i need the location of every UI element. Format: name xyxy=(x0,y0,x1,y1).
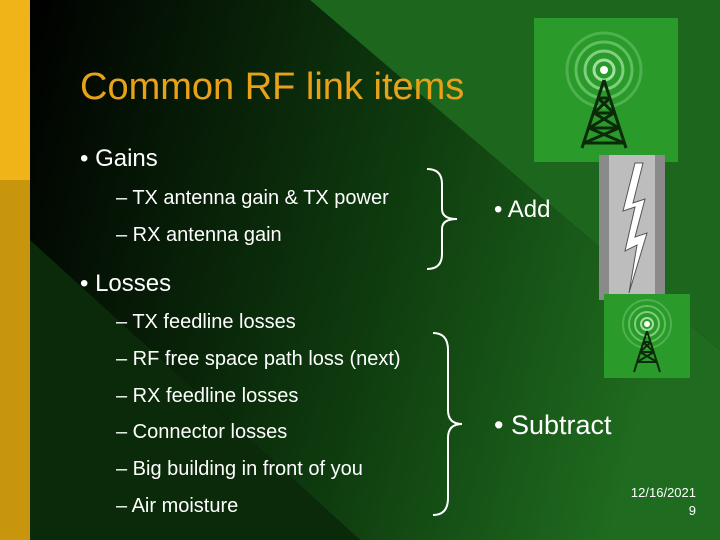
losses-bracket xyxy=(432,332,463,516)
gains-item: – TX antenna gain & TX power xyxy=(116,187,389,209)
add-label: • Add xyxy=(494,196,551,223)
lightning-bolt-icon xyxy=(599,155,665,300)
left-accent-bar-top xyxy=(0,0,30,180)
gains-heading: • Gains xyxy=(80,145,158,172)
gains-item: – RX antenna gain xyxy=(116,224,282,246)
subtract-label: • Subtract xyxy=(494,410,612,440)
slide-number: 9 xyxy=(688,503,696,518)
losses-item: – Big building in front of you xyxy=(116,458,363,480)
slide-date: 12/16/2021 xyxy=(630,485,696,500)
losses-item: – RX feedline losses xyxy=(116,385,299,407)
losses-heading: • Losses xyxy=(80,270,172,297)
losses-item: – Air moisture xyxy=(116,495,239,517)
tower-antenna-icon xyxy=(534,18,678,162)
losses-item: – RF free space path loss (next) xyxy=(116,348,401,370)
losses-item: – Connector losses xyxy=(116,421,288,443)
gains-bracket xyxy=(426,168,458,270)
slide-title: Common RF link items xyxy=(80,66,465,108)
tower-antenna-icon xyxy=(604,294,690,378)
slide-footer: 12/16/2021 9 xyxy=(631,484,696,520)
losses-item: – TX feedline losses xyxy=(116,311,296,333)
